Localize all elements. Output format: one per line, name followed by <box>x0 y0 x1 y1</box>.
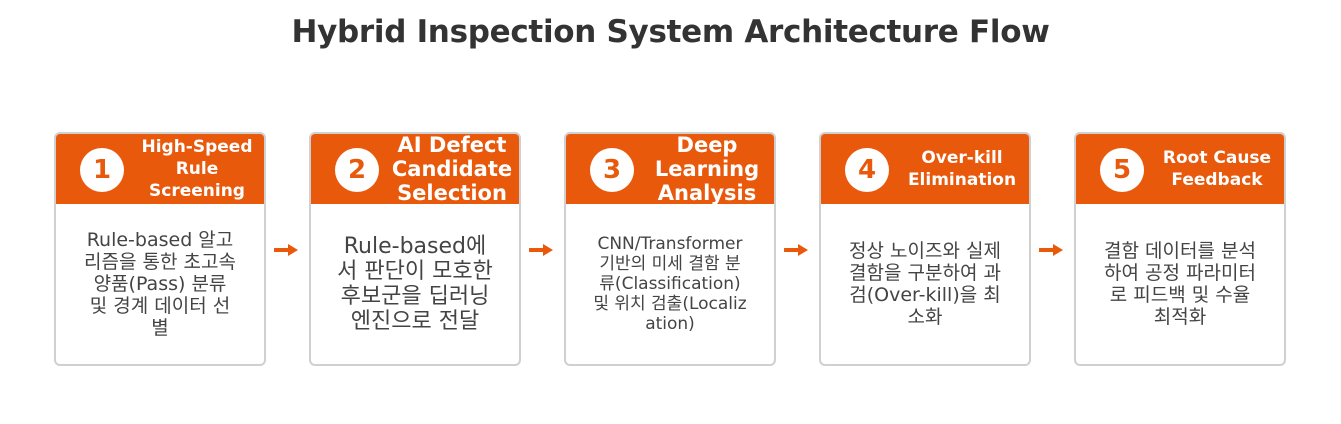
step-header: 3 Deep Learning Analysis <box>566 134 774 204</box>
step-number-badge: 5 <box>1100 148 1144 192</box>
step-number-badge: 1 <box>80 148 124 192</box>
step-title: AI Defect Candidate Selection <box>391 134 513 204</box>
step-title: Deep Learning Analysis <box>654 134 760 204</box>
arrow-right-icon <box>529 244 553 256</box>
step-description: 정상 노이즈와 실제 결함을 구분하여 과검(Over-kill)을 최소화 <box>849 240 1001 328</box>
step-header: 2 AI Defect Candidate Selection <box>311 134 519 204</box>
step-description: 결함 데이터를 분석하여 공정 파라미터로 피드백 및 수율 최적화 <box>1104 240 1256 328</box>
step-title: Over-kill Elimination <box>907 148 1017 190</box>
page-title: Hybrid Inspection System Architecture Fl… <box>291 14 1050 50</box>
step-title: Root Cause Feedback <box>1162 148 1272 190</box>
step-card-4: 4 Over-kill Elimination 정상 노이즈와 실제 결함을 구… <box>819 132 1031 366</box>
arrow-right-icon <box>784 244 808 256</box>
step-card-2: 2 AI Defect Candidate Selection Rule-bas… <box>309 132 521 366</box>
step-card-5: 5 Root Cause Feedback 결함 데이터를 분석하여 공정 파라… <box>1074 132 1286 366</box>
step-number-badge: 2 <box>335 148 379 192</box>
step-title: High-Speed Rule Screening <box>141 137 253 201</box>
step-card-1: 1 High-Speed Rule Screening Rule-based 알… <box>54 132 266 366</box>
step-number-badge: 3 <box>590 148 634 192</box>
step-description: Rule-based 알고리즘을 통한 초고속 양품(Pass) 분류 및 경계… <box>84 229 236 339</box>
step-header: 1 High-Speed Rule Screening <box>56 134 264 204</box>
step-number-badge: 4 <box>845 148 889 192</box>
step-header: 5 Root Cause Feedback <box>1076 134 1284 204</box>
arrow-right-icon <box>274 244 298 256</box>
step-description: Rule-based에서 판단이 모호한 후보군을 딥러닝 엔진으로 전달 <box>337 234 493 334</box>
step-card-3: 3 Deep Learning Analysis CNN/Transformer… <box>564 132 776 366</box>
step-header: 4 Over-kill Elimination <box>821 134 1029 204</box>
arrow-right-icon <box>1039 244 1063 256</box>
step-description: CNN/Transformer 기반의 미세 결함 분류(Classificat… <box>593 234 747 334</box>
